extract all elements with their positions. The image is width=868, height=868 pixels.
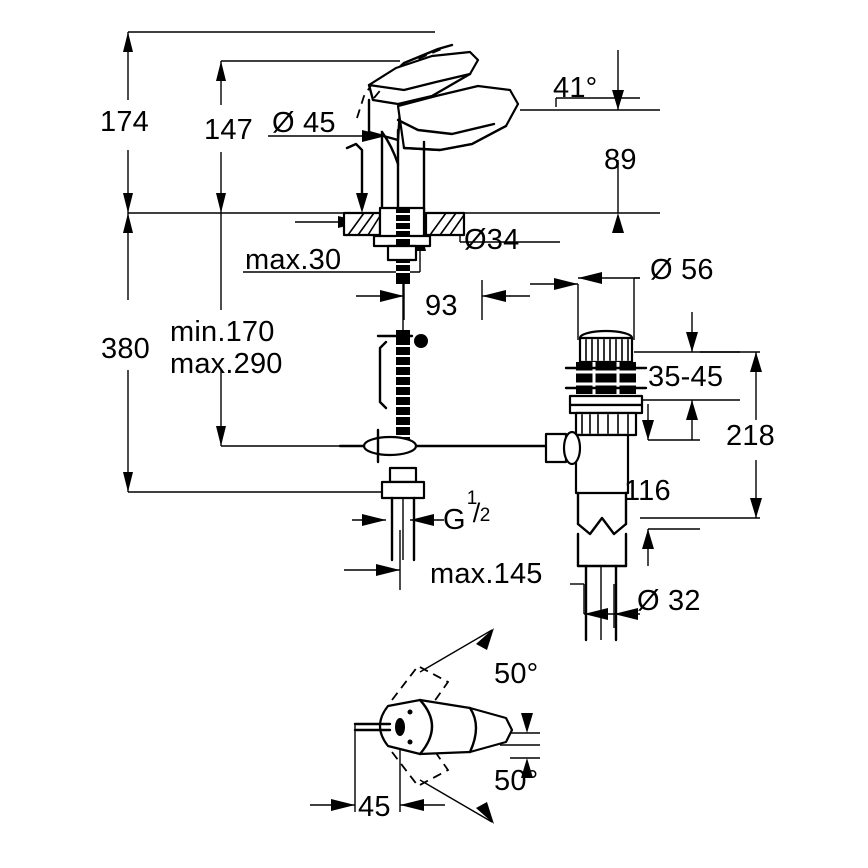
arrow-g12-left bbox=[362, 514, 386, 526]
arrow-147-down bbox=[216, 193, 226, 213]
handle-ghost-left-up bbox=[391, 664, 450, 717]
faucet-elevation-view bbox=[338, 43, 562, 562]
spout-blade-underside bbox=[402, 124, 508, 152]
arrow-380-down bbox=[123, 472, 133, 492]
arrow-89-up bbox=[612, 90, 624, 110]
arrow-d45 bbox=[362, 130, 386, 142]
g-thread-slash: / bbox=[472, 498, 481, 528]
drain-knurl bbox=[585, 339, 629, 361]
dim-swivel-lower: 50° bbox=[494, 765, 539, 797]
arrow-50-lower-leader bbox=[476, 802, 494, 824]
arrow-g12-right bbox=[410, 514, 434, 526]
g-thread-denominator: 2 bbox=[479, 505, 491, 526]
dim-d32: Ø 32 bbox=[637, 585, 701, 617]
popup-lift-rod-top bbox=[345, 142, 364, 200]
dim-147: 147 bbox=[204, 114, 253, 146]
dim-93: 93 bbox=[425, 290, 458, 322]
drain-washer-a bbox=[568, 394, 644, 407]
dim-max30: max.30 bbox=[245, 244, 342, 276]
dim-d56: Ø 56 bbox=[650, 254, 714, 286]
dim-35-45: 35-45 bbox=[648, 361, 724, 393]
deck-section bbox=[342, 211, 466, 237]
dim-380: 380 bbox=[101, 333, 150, 365]
arrow-93-right bbox=[482, 290, 506, 302]
arrow-d32-right bbox=[614, 608, 638, 620]
arrow-d32-left bbox=[584, 608, 608, 620]
arrow-174-down bbox=[123, 193, 133, 213]
arrow-50-lower bbox=[521, 758, 533, 778]
arrow-50-upper bbox=[521, 713, 533, 733]
arrow-218-bot bbox=[750, 498, 762, 518]
g-thread-letter: G bbox=[443, 504, 466, 536]
popup-rod-arrow bbox=[356, 193, 368, 213]
dim-116: 116 bbox=[624, 475, 671, 507]
lift-rod-knob bbox=[414, 334, 428, 348]
dim-d45: Ø 45 bbox=[272, 107, 336, 139]
locknut-knurl bbox=[581, 414, 629, 434]
dimension-lines bbox=[123, 31, 762, 812]
dim-max145: max.145 bbox=[430, 558, 543, 590]
arrow-45-left bbox=[331, 799, 355, 811]
tail-break-symbol bbox=[576, 516, 628, 536]
drain-assembly-view bbox=[544, 329, 648, 642]
arrow-89-down bbox=[612, 213, 624, 233]
arrow-93-left bbox=[380, 290, 404, 302]
arrow-d56-left bbox=[578, 272, 602, 284]
arrow-93-drain bbox=[554, 278, 578, 290]
dim-supply-min: min.170 bbox=[170, 316, 275, 348]
handle-plan-slot bbox=[395, 718, 405, 736]
g-thread-numerator: 1 bbox=[466, 488, 478, 509]
supply-nut bbox=[380, 480, 426, 500]
hose-braid-upper bbox=[396, 335, 410, 437]
drain-cap-body bbox=[578, 336, 634, 364]
rod-port-boss bbox=[562, 430, 582, 466]
drain-body bbox=[574, 433, 630, 495]
plan-view-handle bbox=[353, 628, 540, 824]
handle-plan-crease bbox=[418, 698, 434, 756]
arrow-45-right bbox=[400, 799, 424, 811]
arrow-380-up bbox=[123, 213, 133, 233]
handle-plan-tip-crease bbox=[468, 706, 478, 754]
stud-nut bbox=[386, 244, 418, 262]
dim-218: 218 bbox=[726, 420, 775, 452]
deck-hatching bbox=[347, 212, 465, 236]
dim-swivel-upper: 50° bbox=[494, 658, 539, 690]
handle-plan-outline bbox=[378, 698, 514, 756]
lever-handle-upper bbox=[367, 50, 480, 92]
supply-coupling bbox=[388, 466, 418, 484]
rod-clevis bbox=[362, 435, 418, 457]
spout-blade bbox=[396, 84, 520, 152]
arrow-3545-top bbox=[686, 332, 698, 352]
arrow-147-up bbox=[216, 61, 226, 81]
arrow-50-upper-leader bbox=[476, 628, 494, 650]
drain-washer-b bbox=[568, 403, 644, 415]
arrow-max145 bbox=[376, 564, 400, 576]
ref-50-lower-leader bbox=[419, 779, 493, 823]
handle-plan-dot-lower bbox=[407, 739, 413, 745]
lever-handle-lower-edge bbox=[367, 72, 472, 106]
arrow-174-up bbox=[123, 32, 133, 52]
arrow-116-bot bbox=[642, 529, 654, 549]
rod-port-nut bbox=[544, 432, 568, 464]
arrow-116-top bbox=[642, 420, 654, 440]
g-thread-fraction: 1/2 bbox=[466, 488, 492, 529]
arrow-supply-down bbox=[216, 426, 226, 446]
body-curve-left bbox=[380, 130, 400, 166]
arrow-218-top bbox=[750, 352, 762, 372]
dim-89: 89 bbox=[604, 144, 637, 176]
dim-45-plan: 45 bbox=[358, 791, 391, 823]
ref-50-upper-leader bbox=[419, 629, 493, 673]
spout-inner-line bbox=[396, 118, 496, 136]
dim-supply-max: max.290 bbox=[170, 348, 283, 380]
dim-174: 174 bbox=[100, 106, 149, 138]
arrow-3545-bot bbox=[686, 400, 698, 420]
dim-41-deg: 41° bbox=[553, 72, 598, 104]
dim-d34: Ø34 bbox=[464, 224, 520, 256]
handle-plan-dot-upper bbox=[407, 709, 413, 715]
lift-rod-bend bbox=[378, 340, 388, 410]
drain-lock-nut bbox=[574, 411, 638, 437]
